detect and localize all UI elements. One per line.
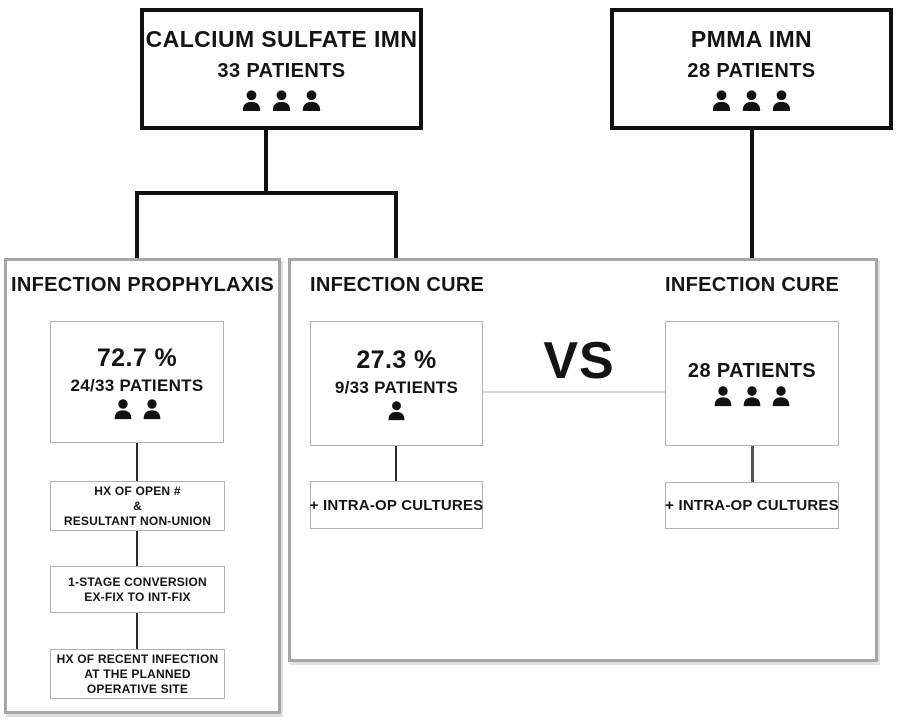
cure-left-culture-box: + INTRA-OP CULTURES <box>310 481 483 529</box>
prophylaxis-patient-icons <box>111 398 164 421</box>
prophylaxis-stat-box: 72.7 % 24/33 PATIENTS <box>50 321 224 443</box>
prophylaxis-percent: 72.7 % <box>96 343 178 372</box>
cure-right-culture-box: + INTRA-OP CULTURES <box>665 482 839 529</box>
person-icon <box>143 398 160 419</box>
calcium-sulfate-count: 33 PATIENTS <box>217 59 346 82</box>
pmma-patient-icons <box>709 89 794 113</box>
cure-right-patients: 28 PATIENTS <box>687 359 817 382</box>
person-icon <box>388 400 405 420</box>
vs-connector-line <box>483 391 665 393</box>
step-box-recent-infection: HX OF RECENT INFECTION AT THE PLANNED OP… <box>50 649 225 699</box>
pmma-group-box: PMMA IMN 28 PATIENTS <box>610 8 893 130</box>
step-text-line: OPERATIVE SITE <box>86 681 189 696</box>
pmma-count: 28 PATIENTS <box>687 59 816 82</box>
connector-pmma-down <box>750 129 754 258</box>
connector-cure-right-culture <box>751 446 754 482</box>
infection-cure-panel <box>288 258 878 662</box>
cure-left-stat-box: 27.3 % 9/33 PATIENTS <box>310 321 483 446</box>
connector-split-horizontal <box>135 191 398 195</box>
cure-right-patient-icons <box>711 385 793 408</box>
step-text-line: RESULTANT NON-UNION <box>63 513 212 528</box>
cure-left-culture-label: + INTRA-OP CULTURES <box>309 496 484 514</box>
cure-right-culture-label: + INTRA-OP CULTURES <box>665 497 839 514</box>
person-icon <box>242 89 261 111</box>
step-text-line: HX OF OPEN # <box>94 483 181 498</box>
step-text-line: & <box>133 498 142 513</box>
connector-calcium-down <box>264 129 268 193</box>
infection-prophylaxis-header: INFECTION PROPHYLAXIS <box>11 274 274 296</box>
step-text-line: HX OF RECENT INFECTION <box>56 651 219 666</box>
person-icon <box>772 385 790 406</box>
pmma-title: PMMA IMN <box>690 25 813 52</box>
step-box-open-fracture: HX OF OPEN # & RESULTANT NON-UNION <box>50 481 225 531</box>
cure-left-patients: 9/33 PATIENTS <box>334 377 459 397</box>
person-icon <box>742 89 761 111</box>
connector-to-prophylaxis <box>135 191 139 258</box>
step-text-line: 1-STAGE CONVERSION <box>68 574 207 589</box>
calcium-sulfate-title: CALCIUM SULFATE IMN <box>145 25 418 52</box>
calcium-sulfate-group-box: CALCIUM SULFATE IMN 33 PATIENTS <box>140 8 423 130</box>
cure-right-stat-box: 28 PATIENTS <box>665 321 839 446</box>
prophylaxis-patients: 24/33 PATIENTS <box>70 375 204 395</box>
connector-to-cure-left <box>394 191 398 258</box>
person-icon <box>714 385 732 406</box>
infection-cure-right-header: INFECTION CURE <box>665 274 840 296</box>
step-text-line: AT THE PLANNED <box>84 666 191 681</box>
vs-label: VS <box>543 332 615 390</box>
connector-step-3 <box>136 613 138 649</box>
connector-step-1 <box>136 443 138 481</box>
connector-cure-left-culture <box>395 446 397 481</box>
person-icon <box>302 89 321 111</box>
connector-step-2 <box>136 531 138 566</box>
calcium-sulfate-patient-icons <box>239 89 324 113</box>
step-box-one-stage-conversion: 1-STAGE CONVERSION EX-FIX TO INT-FIX <box>50 566 225 613</box>
cure-left-patient-icons <box>385 400 408 422</box>
step-text-line: EX-FIX TO INT-FIX <box>84 589 191 604</box>
person-icon <box>114 398 131 419</box>
person-icon <box>772 89 791 111</box>
person-icon <box>712 89 731 111</box>
infection-cure-left-header: INFECTION CURE <box>310 274 485 296</box>
person-icon <box>743 385 761 406</box>
cure-left-percent: 27.3 % <box>356 345 437 374</box>
person-icon <box>272 89 291 111</box>
